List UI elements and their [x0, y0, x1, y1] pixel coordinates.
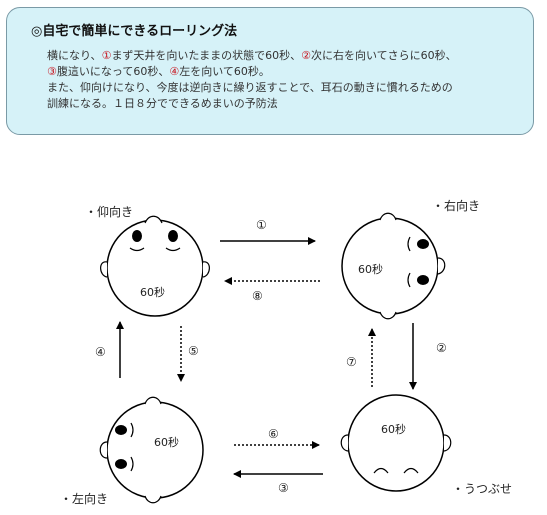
- duration-label: 60秒: [154, 435, 179, 449]
- duration-label: 60秒: [140, 285, 165, 299]
- label-supine: ・仰向き: [85, 204, 133, 219]
- instruction-line-2: ③腹這いになって60秒、④左を向いて60秒。: [47, 64, 527, 80]
- duration-label: 60秒: [358, 262, 383, 276]
- instruction-panel: ◎自宅で簡単にできるローリング法 横になり、①まず天井を向いたままの状態で60秒…: [6, 7, 534, 135]
- instruction-segment: 横になり、: [47, 49, 102, 62]
- step-label-3: ③: [278, 481, 289, 495]
- head-left: 60秒: [99, 396, 204, 504]
- head-prone: 60秒: [340, 394, 452, 492]
- instruction-segment: まず天井を向いたままの状態で60秒、: [111, 49, 302, 62]
- label-left: ・左向き: [60, 491, 108, 506]
- step-number: ①: [101, 49, 112, 62]
- label-prone: ・うつぶせ: [452, 482, 512, 496]
- panel-title: ◎自宅で簡単にできるローリング法: [31, 24, 238, 39]
- instruction-line-3: また、仰向けになり、今度は逆向きに繰り返すことで、耳石の動きに慣れるための: [47, 81, 453, 94]
- step-number: ③: [47, 65, 57, 78]
- instruction-segment: 左を向いて60秒。: [179, 65, 270, 78]
- head-supine: 60秒: [100, 215, 210, 317]
- instruction-text: 横になり、①まず天井を向いたままの状態で60秒、②次に右を向いてさらに60秒、 …: [47, 48, 527, 112]
- step-label-8: ⑧: [252, 289, 263, 303]
- step-label-5: ⑤: [188, 344, 199, 358]
- head-right: 60秒: [341, 212, 446, 320]
- instruction-line-1: 横になり、①まず天井を向いたままの状態で60秒、②次に右を向いてさらに60秒、: [47, 48, 527, 64]
- instruction-segment: 腹這いになって60秒、: [56, 65, 170, 78]
- step-label-7: ⑦: [346, 355, 357, 369]
- duration-label: 60秒: [381, 422, 406, 436]
- step-label-2: ②: [436, 341, 447, 355]
- step-number: ④: [169, 65, 180, 78]
- step-number: ②: [301, 49, 311, 62]
- step-label-4: ④: [95, 345, 106, 359]
- step-label-6: ⑥: [268, 427, 279, 441]
- step-label-1: ①: [256, 218, 267, 232]
- label-right: ・右向き: [432, 198, 480, 213]
- instruction-line-4: 訓練になる。１日８分でできるめまいの予防法: [47, 97, 278, 110]
- instruction-segment: 次に右を向いてさらに60秒、: [310, 49, 457, 62]
